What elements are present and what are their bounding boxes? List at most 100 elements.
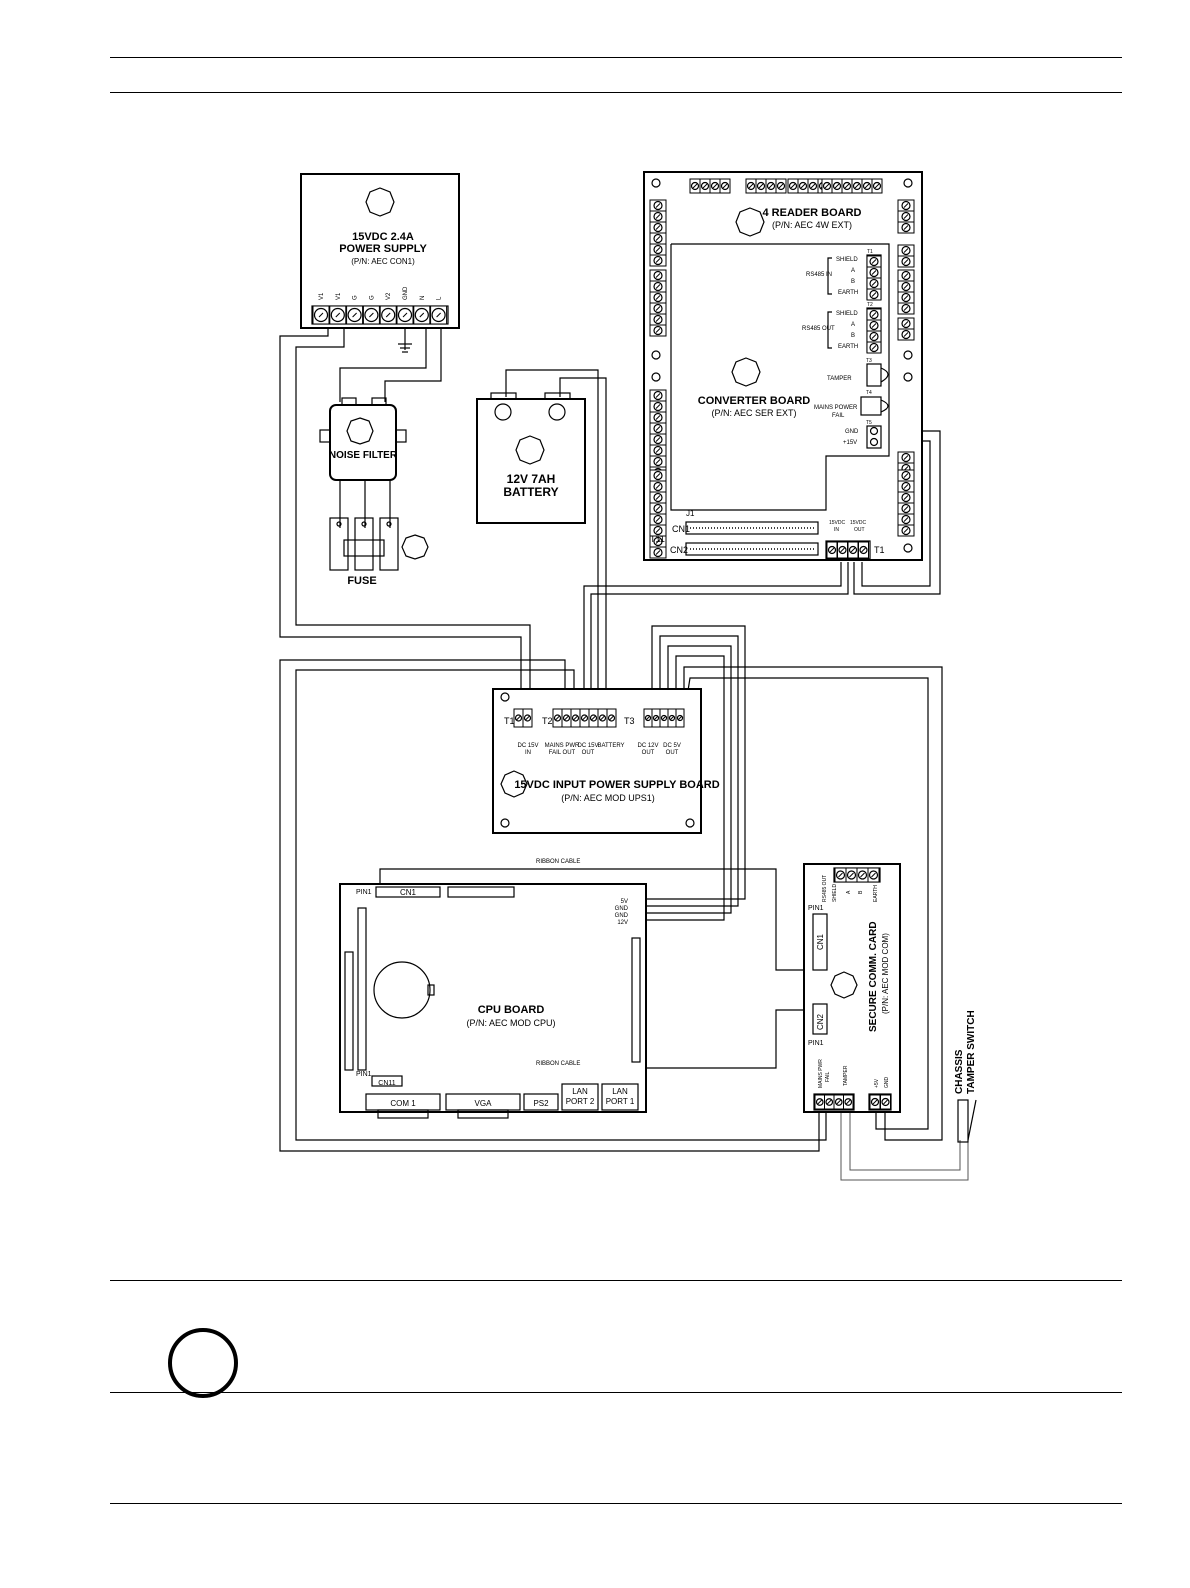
comm-power-terminal-screw — [881, 1097, 890, 1107]
ups-t3-terminal-slot — [661, 715, 667, 721]
ups-t3-label: T3 — [624, 716, 635, 726]
reader-left-terminal-screw — [653, 412, 663, 423]
comm-title: SECURE COMM. CARD — [868, 921, 879, 1032]
reader-left-terminal-screw — [653, 525, 663, 536]
ups-t2-terminal-screw — [580, 714, 589, 722]
comm-cn1-label: CN1 — [816, 933, 825, 950]
ups-t3-terminal-screw — [676, 714, 684, 722]
rs485in-b: B — [851, 279, 855, 285]
psu-terminal-screw — [397, 307, 413, 323]
psu-terminal-screw — [431, 307, 446, 323]
chassis-tamper-switch: CHASSIS TAMPER SWITCH — [954, 1010, 977, 1143]
psu-terminal-label: GND — [403, 286, 409, 300]
converter-cn2-label: CN2 — [670, 545, 688, 555]
converter-15v-terminal-slot — [840, 547, 845, 553]
reader-right-terminal-screw — [901, 245, 911, 256]
comm-mains-label-1: MAINS PWR — [818, 1059, 824, 1088]
conv-t1-label: T1 — [867, 249, 873, 255]
rs485-out-terminal-screw — [869, 331, 879, 342]
reader-right-terminal-screw — [901, 492, 911, 503]
rs485-out-label: RS485 OUT — [802, 326, 835, 332]
conv-15in-2: IN — [834, 527, 839, 533]
ups-title: 15VDC INPUT POWER SUPPLY BOARD — [514, 779, 719, 791]
ups-t2-terminal-screw — [553, 714, 562, 722]
reader-right-terminal-slot — [903, 295, 909, 300]
ups-t2-terminal-slot — [582, 715, 587, 721]
reader-left-terminal-screw — [653, 423, 663, 434]
cpu-lan2-label-1: LAN — [572, 1087, 588, 1096]
psu-terminal-label: V1 — [319, 292, 325, 300]
reader-top-terminal-screw — [808, 181, 818, 191]
reader-left-terminal-screw — [653, 434, 663, 445]
reader-left-terminal-screw — [653, 244, 663, 255]
reader-right-terminal-screw — [901, 200, 911, 211]
reader-right-terminal-slot — [903, 506, 909, 511]
reader-left-terminal-slot — [655, 415, 661, 420]
comm-gnd-label: GND — [884, 1077, 890, 1089]
reader-left-terminal-screw — [653, 547, 663, 558]
notice-rule-top — [110, 1280, 1122, 1281]
psu-terminal-slot — [352, 312, 357, 318]
cpu-cn1-label: CN1 — [400, 888, 417, 897]
comm-rs485-terminal-slot — [838, 872, 843, 878]
reader-top-terminal-slot — [758, 183, 764, 189]
reader-left-terminal-slot — [655, 484, 661, 489]
reader-left-terminal-slot — [655, 317, 661, 322]
reader-left-terminal-screw — [653, 270, 663, 281]
ups-t1-label: T1 — [504, 716, 515, 726]
reader-left-terminal-slot — [655, 437, 661, 442]
footer-rule — [110, 1503, 1122, 1504]
ups-board: T1 T2 T3 DC 15V IN MAINS PWR FAIL OUT DC… — [492, 688, 720, 834]
converter-title: CONVERTER BOARD — [698, 395, 811, 407]
reader-left-terminal-slot — [655, 404, 661, 409]
top-rule-1 — [110, 57, 1122, 58]
reader-left-terminal-slot — [655, 295, 661, 300]
ups-t2-terminal-screw — [598, 714, 607, 722]
ups-t3-terminal-screw — [652, 714, 660, 722]
rs485-in-terminal-screw — [869, 289, 879, 300]
reader-right-terminal-screw — [901, 281, 911, 292]
reader-top-terminal-slot — [834, 183, 840, 189]
rs485-out-terminal-screw — [869, 320, 879, 331]
cpu-lan2-label-2: PORT 2 — [566, 1097, 595, 1106]
noise-filter-label: NOISE FILTER — [329, 450, 398, 461]
comm-pin1-top: PIN1 — [808, 905, 824, 912]
ups-t2-terminal-slot — [555, 715, 560, 721]
reader-left-terminal-slot — [655, 273, 661, 278]
reader-top-terminal-slot — [874, 183, 880, 189]
reader-right-terminal-slot — [903, 259, 909, 264]
conv-15-t1-label: T1 — [874, 545, 885, 555]
reader-left-terminal-slot — [655, 506, 661, 511]
comm-power-terminal-slot — [883, 1099, 888, 1105]
battery: 12V 7AH BATTERY — [476, 392, 586, 524]
converter-15v-label: +15V — [843, 440, 857, 446]
ups-t2-terminal-slot — [600, 715, 605, 721]
ups-t3-terminal-slot — [677, 715, 683, 721]
reader-top-terminal-slot — [790, 183, 796, 189]
converter-j1-label: J1 — [686, 509, 695, 518]
psu-terminal-slot — [318, 312, 324, 318]
rs485-out-terminal-slot — [871, 323, 877, 328]
rs485-out-terminal-slot — [871, 334, 877, 339]
reader-top-terminal-slot — [844, 183, 850, 189]
psu-terminal-screw — [414, 307, 429, 323]
reader-top-terminal-screw — [822, 181, 832, 191]
rs485in-earth: EARTH — [838, 290, 858, 296]
reader-left-terminal-slot — [655, 393, 661, 398]
comm-tamper-label: TAMPER — [843, 1065, 849, 1086]
reader-top-terminal-screw — [872, 181, 882, 191]
reader-left-terminal-screw — [653, 445, 663, 456]
psu-terminal-slot — [419, 312, 425, 318]
reader-right-terminal-screw — [901, 525, 911, 536]
fuse: FUSE — [329, 517, 429, 587]
rs485-out-terminal-slot — [871, 312, 877, 317]
reader-left-terminal-screw — [653, 514, 663, 525]
reader-left-terminal-slot — [655, 528, 661, 533]
ups-dcout-2: OUT — [582, 750, 595, 756]
comm-power-terminal-screw — [870, 1097, 880, 1107]
reader-left-terminal-screw — [653, 401, 663, 412]
reader-board-part-number: (P/N: AEC 4W EXT) — [772, 220, 852, 230]
battery-line-2: BATTERY — [503, 485, 558, 499]
top-rule-2 — [110, 92, 1122, 93]
reader-right-terminal-slot — [903, 203, 909, 208]
